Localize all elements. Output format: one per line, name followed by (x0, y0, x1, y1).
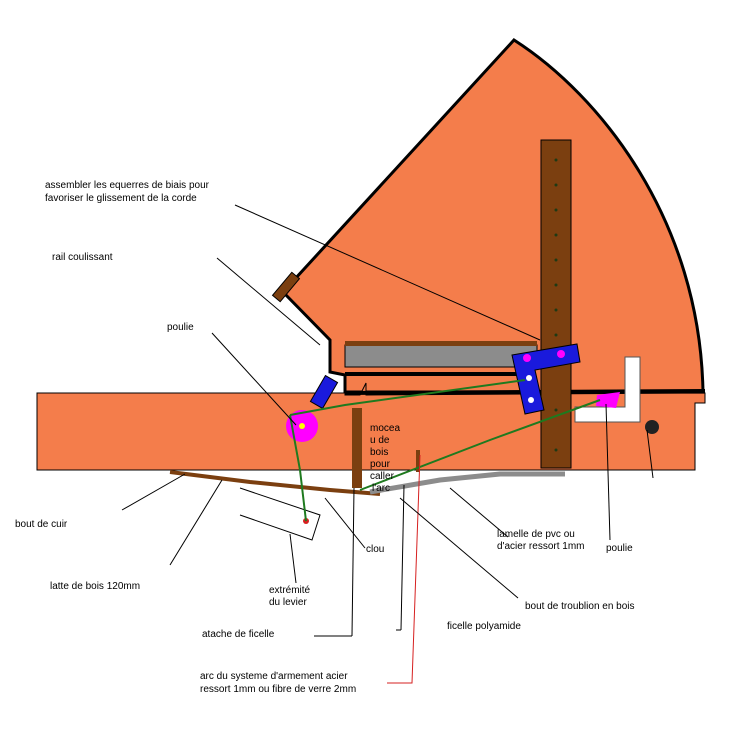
label-morceau-4: pour (370, 459, 391, 470)
label-clou: clou (366, 544, 384, 555)
dark-knob (645, 420, 659, 434)
label-atache: atache de ficelle (202, 629, 275, 640)
string-main (289, 379, 526, 416)
label-arc-1: arc du systeme d'armement acier (200, 671, 348, 682)
label-latte: latte de bois 120mm (50, 581, 140, 592)
sliding-rail (344, 344, 538, 368)
wooden-arc-body (280, 38, 705, 394)
label-assembler-line2: favoriser le glissement de la corde (45, 193, 197, 204)
label-lamelle-1: lamelle de pvc ou (497, 529, 575, 540)
label-morceau-2: u de (370, 435, 390, 446)
troublion-peg (416, 450, 420, 472)
post-nails (554, 158, 558, 452)
string-lower (359, 399, 601, 491)
bracket-rivet (528, 397, 534, 403)
lever-end (239, 487, 321, 541)
blue-bracket-left (309, 374, 339, 410)
label-troublion: bout de troublion en bois (525, 601, 635, 612)
label-assembler-line1: assembler les equerres de biais pour (45, 180, 210, 191)
label-poulie-left: poulie (167, 322, 194, 333)
wood-tab (271, 271, 301, 303)
label-morceau-6: l'arc (372, 483, 390, 494)
leader-lines (121, 204, 654, 637)
wood-wedge-block (352, 408, 362, 488)
white-l-bracket (574, 356, 641, 423)
armament-arc-line (387, 454, 421, 684)
label-morceau-5: caller (370, 471, 395, 482)
pvc-blade (369, 471, 565, 495)
label-poulie-right: poulie (606, 543, 633, 554)
label-bout-cuir: bout de cuir (15, 519, 68, 530)
wood-latte (169, 470, 381, 496)
label-arc-2: ressort 1mm ou fibre de verre 2mm (200, 684, 356, 695)
bracket-rivet (557, 350, 565, 358)
string-lever (289, 414, 307, 522)
label-rail: rail coulissant (52, 252, 113, 263)
label-extremite-1: extrémité (269, 585, 311, 596)
sliding-rail-top (345, 341, 537, 346)
label-morceau-1: mocea (370, 423, 400, 434)
label-morceau-3: bois (370, 447, 388, 458)
label-lamelle-2: d'acier ressort 1mm (497, 541, 585, 552)
rail-slot (345, 372, 535, 376)
bracket-rivet (526, 375, 532, 381)
label-ficelle-poly: ficelle polyamide (447, 621, 521, 632)
label-extremite-2: du levier (269, 597, 307, 608)
blue-bracket-right (511, 343, 581, 415)
pulley-right (596, 392, 620, 408)
pulley-left-axle (299, 423, 305, 429)
bracket-rivet (523, 354, 531, 362)
